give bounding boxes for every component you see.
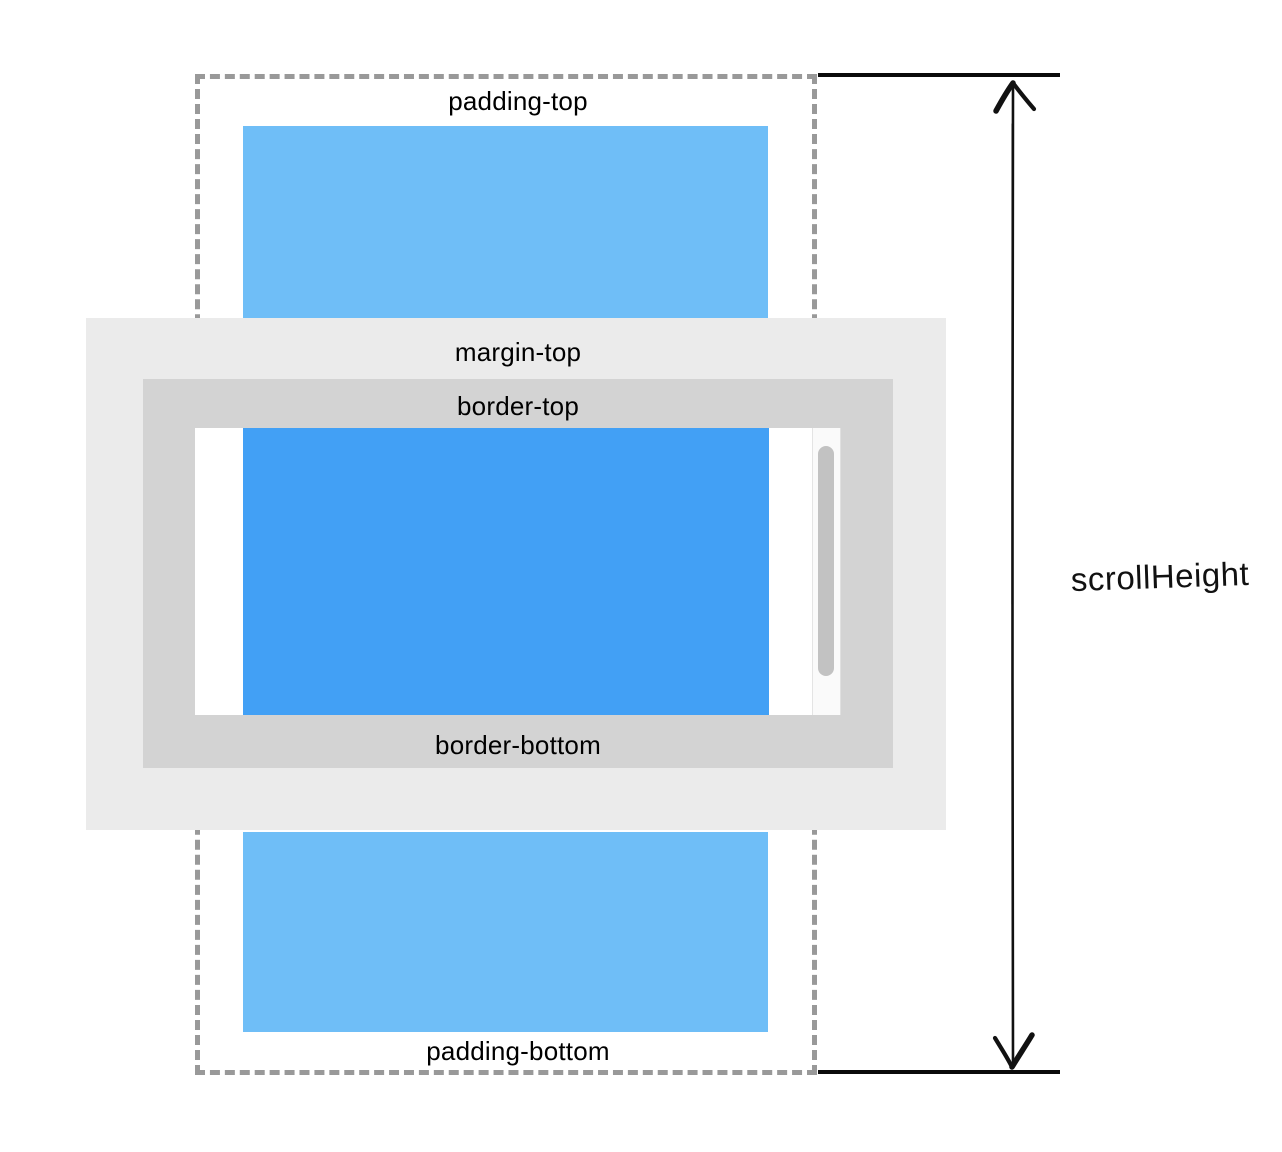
visible-content <box>243 428 769 715</box>
scrollheight-label: scrollHeight <box>1070 554 1250 599</box>
overflow-content-top <box>243 126 768 318</box>
element-viewport <box>195 428 841 715</box>
double-arrow-icon <box>992 80 1037 1070</box>
scrollheight-bottom-tick <box>818 1070 1060 1074</box>
border-bottom-label: border-bottom <box>435 730 601 760</box>
overflow-content-bottom <box>243 832 768 1032</box>
border-top-label: border-top <box>457 391 579 421</box>
padding-top-label: padding-top <box>448 86 588 116</box>
scrollheight-top-tick <box>818 73 1060 77</box>
padding-bottom-label: padding-bottom <box>426 1036 610 1066</box>
margin-top-label: margin-top <box>454 337 582 367</box>
scrollbar-track[interactable] <box>812 428 841 715</box>
scrollbar-thumb[interactable] <box>818 446 834 676</box>
